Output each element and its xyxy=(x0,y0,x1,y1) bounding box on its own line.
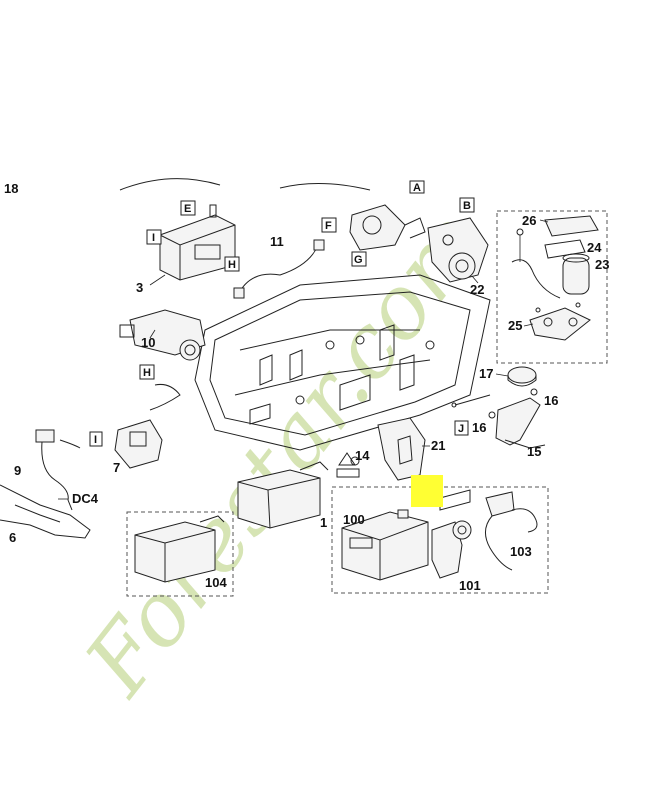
callout-23: 23 xyxy=(595,257,609,272)
letter-F: F xyxy=(325,220,332,232)
part-7-assembly xyxy=(114,384,181,469)
callout-14: 14 xyxy=(355,448,370,463)
highlight-marker xyxy=(411,475,443,507)
callout-16-top: 16 xyxy=(544,393,558,408)
part-22-gear-motor xyxy=(427,217,489,283)
callout-17: 17 xyxy=(479,366,493,381)
callout-16: 16 xyxy=(472,420,486,435)
letter-I: I xyxy=(152,232,155,244)
part-3-electronics-housing xyxy=(159,204,236,281)
callout-11: 11 xyxy=(270,234,284,249)
letter-B: B xyxy=(463,200,471,212)
kit-100-101-103 xyxy=(331,486,549,594)
callout-DC4: DC4 xyxy=(72,491,99,506)
part-14-label xyxy=(336,452,360,478)
callout-18: 18 xyxy=(4,181,18,196)
part-6-blade-guard xyxy=(0,484,91,539)
letter-I-2: I xyxy=(94,434,97,446)
letter-J: J xyxy=(458,423,464,435)
part-9-cable xyxy=(35,429,81,511)
letter-box-B xyxy=(459,197,475,213)
letter-box-H xyxy=(224,256,240,272)
callout-26: 26 xyxy=(522,213,536,228)
letter-G: G xyxy=(354,254,363,266)
letter-box-E xyxy=(180,200,196,216)
callout-10: 10 xyxy=(141,335,155,350)
callout-1: 1 xyxy=(320,515,327,530)
callout-103: 103 xyxy=(510,544,532,559)
letter-H-2: H xyxy=(143,367,151,379)
part-11-cable xyxy=(233,239,325,299)
part-15-bracket xyxy=(495,397,546,449)
letter-E: E xyxy=(184,203,191,215)
inset-kit-23-26 xyxy=(496,210,608,364)
part-21-bracket xyxy=(377,417,426,481)
callout-22: 22 xyxy=(470,282,484,297)
part-1-battery xyxy=(237,461,329,529)
callout-9: 9 xyxy=(14,463,21,478)
letter-box-H-2 xyxy=(139,364,155,380)
callout-7: 7 xyxy=(113,460,120,475)
callout-24: 24 xyxy=(587,240,602,255)
callout-101: 101 xyxy=(459,578,481,593)
letter-box-J xyxy=(454,420,469,436)
letter-A: A xyxy=(413,182,421,194)
callout-100: 100 xyxy=(343,512,365,527)
callout-21: 21 xyxy=(431,438,445,453)
callout-6: 6 xyxy=(9,530,16,545)
letter-H: H xyxy=(228,259,236,271)
part-17-sensor xyxy=(507,366,537,387)
letter-box-F xyxy=(321,217,337,233)
chassis-frame xyxy=(119,178,491,451)
letter-box-A xyxy=(409,180,425,194)
part-motor-top xyxy=(349,204,426,251)
kit-104 xyxy=(126,511,234,597)
part-10-assembly xyxy=(119,309,206,361)
letter-box-I xyxy=(146,229,162,245)
callout-3: 3 xyxy=(136,280,143,295)
callout-25: 25 xyxy=(508,318,522,333)
letter-box-I-2 xyxy=(89,431,103,447)
part-16-wire xyxy=(451,394,496,419)
callout-15: 15 xyxy=(527,444,541,459)
letter-box-G xyxy=(351,251,367,267)
callout-104: 104 xyxy=(205,575,227,590)
